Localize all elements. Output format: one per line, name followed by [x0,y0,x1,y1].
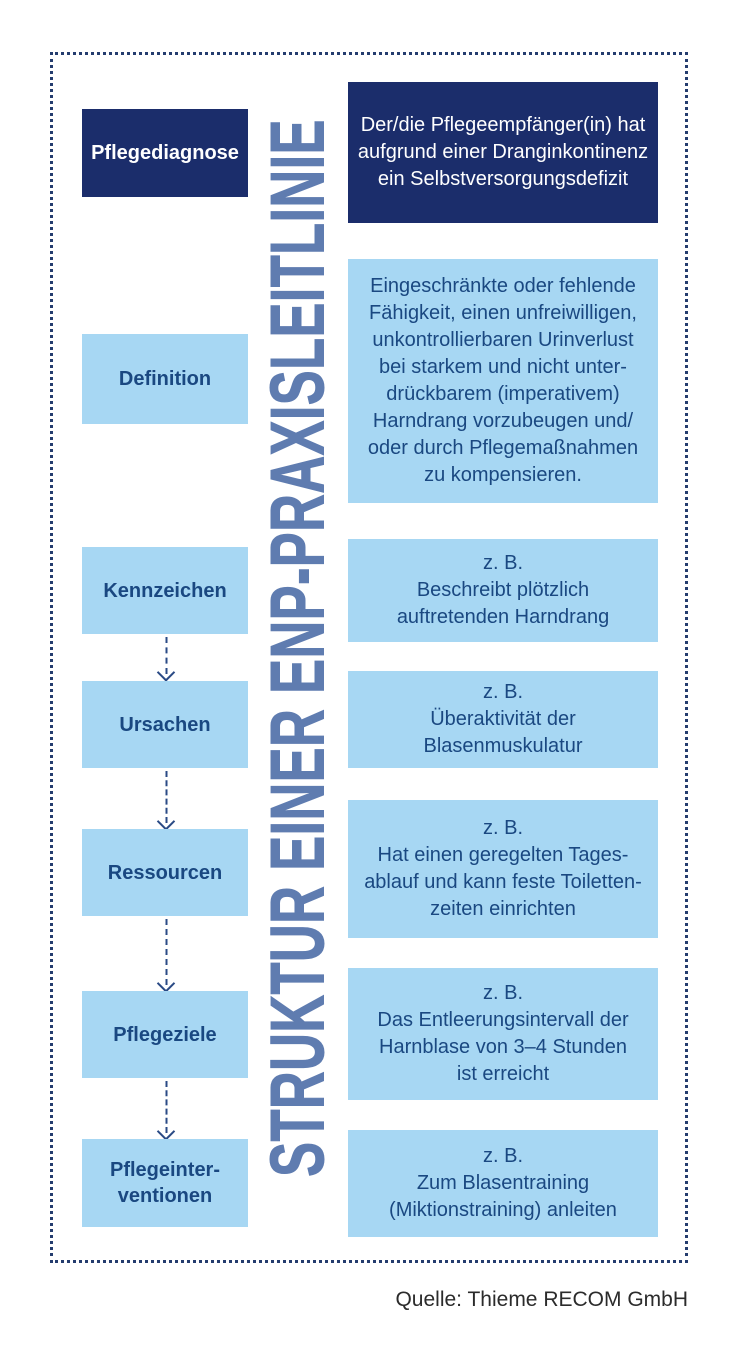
text-line: Fähigkeit, einen unfreiwilligen, [369,302,637,324]
text-line: Harnblase von 3–4 Stunden [379,1036,627,1058]
text-line: bei starkem und nicht unter- [379,356,627,378]
text-line: z. B. [482,552,523,574]
source-credit: Quelle: Thieme RECOM GmbH [395,1288,688,1311]
stage-box-ressourcen: Ressourcen [82,829,248,916]
flow-arrow-kennzeichen-ursachen [156,637,176,682]
text-line: Beschreibt plötzlich [416,579,590,601]
arrowhead-down-icon [156,1122,176,1141]
text-line: z. B. [482,982,523,1004]
text-line: unkontrollierbaren Urinverlust [372,329,634,351]
flow-arrow-pflegeziele-interventionen [156,1081,176,1141]
text-line: Das Entleerungsintervall der [377,1009,629,1031]
text-line: Ressourcen [107,861,223,884]
detail-box-pflegediagnose: Der/die Pflegeempfänger(in) hat aufgrund … [348,82,658,223]
vertical-title: STRUKTUR EINER ENP-PRAXISLEITLINIE [255,119,341,1178]
stage-box-ursachen: Ursachen [82,681,248,768]
text-line: Pflegeinter- [109,1159,221,1181]
arrowhead-down-icon [156,974,176,993]
stage-box-pflegeziele: Pflegeziele [82,991,248,1078]
stage-box-pflegeinterventionen: Pflegeinter-ventionen [82,1139,248,1227]
arrow-shaft [165,1081,167,1133]
text-line: Pflegeziele [113,1023,217,1046]
text-line: Eingeschränkte oder fehlende [370,275,636,297]
arrowhead-down-icon [156,812,176,831]
text-line: Harndrang vorzubeugen und/ [372,410,634,432]
detail-box-ressourcen: z. B. Hat einen geregelten Tages-ablauf u… [348,800,658,938]
detail-box-pflegeinterventionen: z. B. Zum Blasentraining (Miktionstraining… [348,1130,658,1237]
dotted-frame [50,52,688,1263]
text-line: ist erreicht [456,1063,550,1085]
arrow-shaft [165,919,167,985]
text-line: Blasenmuskulatur [423,735,583,757]
text-line: zeiten einrichten [430,898,576,920]
flow-arrow-ursachen-ressourcen [156,771,176,831]
arrowhead-down-icon [156,663,176,682]
text-line: ablauf und kann feste Toiletten- [364,871,642,893]
text-line: Definition [118,368,212,390]
text-line: Kennzeichen [103,579,227,602]
text-line: z. B. [482,817,523,839]
text-line: zu kompensieren. [424,464,582,486]
arrow-shaft [165,771,167,823]
text-line: Pflegediagnose [91,142,239,164]
text-line: auftretenden Harndrang [396,606,610,628]
stage-box-kennzeichen: Kennzeichen [82,547,248,634]
detail-box-kennzeichen: z. B. Beschreibt plötzlich auftretenden Ha… [348,539,658,642]
stage-box-pflegediagnose: Pflegediagnose [82,109,248,197]
text-line: z. B. [482,681,523,703]
text-line: (Miktionstraining) anleiten [389,1199,617,1221]
text-line: Der/die Pflegeempfänger(in) hat [360,114,646,136]
text-line: Ursachen [119,713,211,736]
text-line: Überaktivität der [430,708,576,730]
text-line: Zum Blasentraining [416,1172,590,1194]
text-line: drückbarem (imperativem) [386,383,620,405]
text-line: z. B. [482,1145,523,1167]
text-line: Hat einen geregelten Tages- [377,844,629,866]
arrow-shaft [165,637,167,674]
flow-arrow-ressourcen-pflegeziele [156,919,176,993]
stage-box-definition: Definition [82,334,248,424]
text-line: aufgrund einer Dranginkontinenz [357,141,649,163]
text-line: ein Selbstversorgungsdefizit [377,168,629,190]
text-line: ventionen [117,1185,213,1207]
text-line: oder durch Pflegemaßnahmen [367,437,639,459]
